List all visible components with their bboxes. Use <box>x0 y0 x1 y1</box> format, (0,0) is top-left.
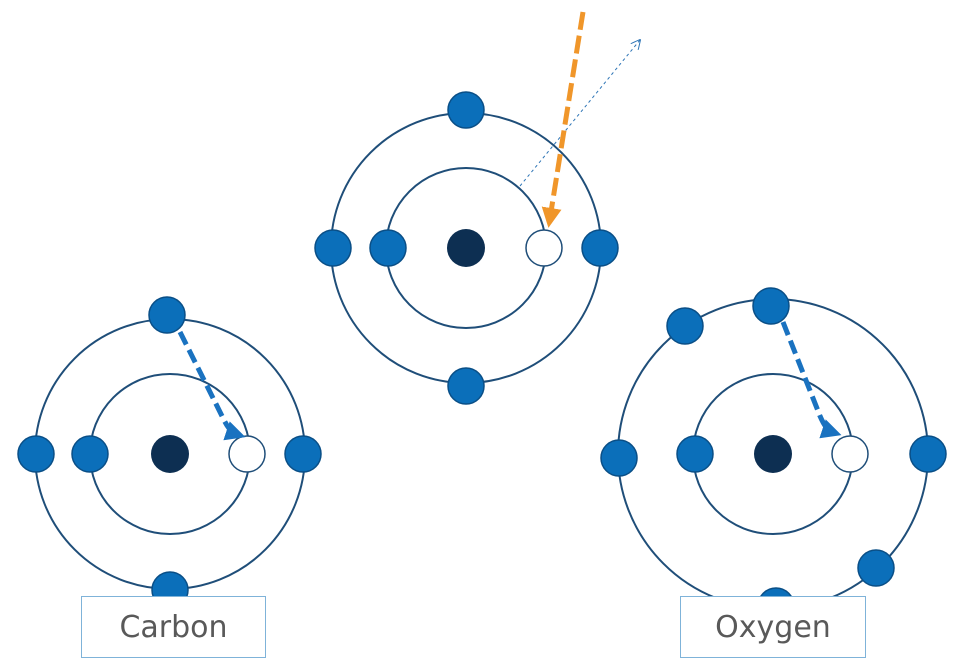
incoming-photon-arrow <box>541 11 586 228</box>
inner-vacancy <box>831 435 869 473</box>
outer-electron <box>17 435 55 473</box>
top-atom <box>314 91 619 405</box>
outer-electron <box>314 229 352 267</box>
outer-electron <box>909 435 947 473</box>
inner-vacancy <box>228 435 266 473</box>
inner-vacancy <box>525 229 563 267</box>
outer-electron <box>857 549 895 587</box>
inner-electron <box>71 435 109 473</box>
carbon-atom <box>17 296 322 609</box>
inner-electron <box>369 229 407 267</box>
carbon-label: Carbon <box>81 596 266 658</box>
nucleus <box>151 435 189 473</box>
nucleus <box>754 435 792 473</box>
outer-electron <box>666 307 704 345</box>
outer-electron <box>752 287 790 325</box>
outer-electron <box>447 367 485 405</box>
outer-electron <box>284 435 322 473</box>
transition-arrow <box>780 321 842 439</box>
outer-electron <box>148 296 186 334</box>
outgoing-electron-arrow <box>519 40 640 187</box>
inner-electron <box>676 435 714 473</box>
outer-electron <box>447 91 485 129</box>
oxygen-atom <box>600 287 947 625</box>
outer-electron <box>581 229 619 267</box>
nucleus <box>447 229 485 267</box>
transition-arrow <box>177 330 246 441</box>
outer-electron <box>600 439 638 477</box>
oxygen-label: Oxygen <box>680 596 866 658</box>
